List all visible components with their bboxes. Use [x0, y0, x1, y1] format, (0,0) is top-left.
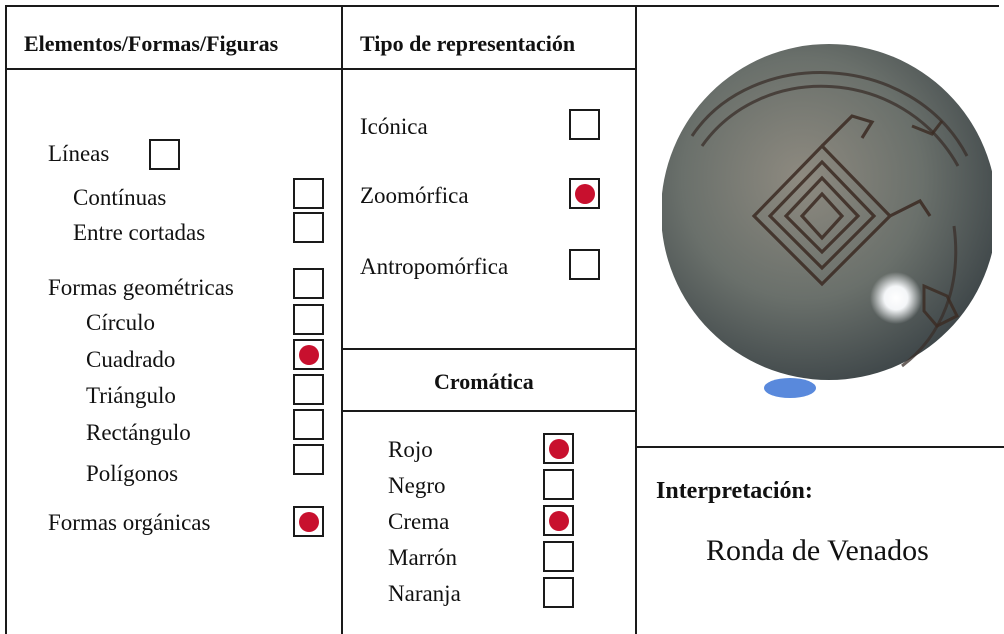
elements-checkbox[interactable]	[293, 409, 324, 440]
elements-item-label: Entre cortadas	[73, 220, 206, 245]
representation-checkbox[interactable]	[569, 109, 600, 140]
elements-item-label: Formas geométricas	[48, 275, 234, 300]
elements-checkbox[interactable]	[293, 178, 324, 209]
top-border	[5, 5, 999, 7]
vessel-rim-bands	[690, 71, 969, 368]
elements-header: Elementos/Formas/Figuras	[24, 31, 279, 56]
maze-pattern	[751, 114, 932, 287]
representation-header: Tipo de representación	[360, 31, 576, 56]
elements-checkbox[interactable]	[293, 444, 324, 475]
elements-item-label: Líneas	[48, 141, 110, 166]
divider-col-1	[5, 5, 7, 634]
elements-item-label: Contínuas	[73, 185, 167, 210]
elements-checkbox[interactable]	[293, 506, 324, 537]
chromatic-checkbox[interactable]	[543, 577, 574, 608]
representation-item-label: Antropomórfica	[360, 254, 509, 279]
checked-dot-icon	[548, 438, 569, 459]
checked-dot-icon	[298, 511, 319, 532]
elements-item-label: Triángulo	[86, 383, 176, 408]
checked-dot-icon	[548, 510, 569, 531]
chromatic-item-label: Naranja	[388, 581, 461, 606]
elements-checkbox[interactable]	[293, 212, 324, 243]
vessel-body	[662, 44, 992, 380]
elements-item-label: Rectángulo	[86, 420, 191, 445]
vessel-photo	[662, 44, 992, 398]
blue-reflection	[764, 378, 816, 398]
representation-item-label: Zoomórfica	[360, 183, 469, 208]
checked-dot-icon	[298, 344, 319, 365]
divider-col-2	[341, 5, 343, 634]
chromatic-header: Cromática	[434, 369, 534, 394]
elements-item-label: Polígonos	[86, 461, 179, 486]
chromatic-header-rule	[341, 410, 637, 412]
representation-checkbox[interactable]	[569, 178, 600, 209]
elements-checkbox[interactable]	[149, 139, 180, 170]
elements-item-label: Cuadrado	[86, 347, 176, 372]
chromatic-item-label: Crema	[388, 509, 450, 534]
divider-col-3	[635, 5, 637, 634]
chromatic-checkbox[interactable]	[543, 505, 574, 536]
chromatic-item-label: Marrón	[388, 545, 457, 570]
header-underline	[5, 68, 637, 70]
chromatic-checkbox[interactable]	[543, 433, 574, 464]
elements-checkbox[interactable]	[293, 268, 324, 299]
representation-item-label: Icónica	[360, 114, 428, 139]
elements-checkbox[interactable]	[293, 304, 324, 335]
chromatic-item-label: Negro	[388, 473, 446, 498]
checked-dot-icon	[574, 183, 595, 204]
interpretation-value: Ronda de Venados	[706, 534, 929, 567]
deer-figure	[911, 120, 960, 328]
interpretation-title: Interpretación:	[656, 478, 813, 504]
representation-checkbox[interactable]	[569, 249, 600, 280]
elements-item-label: Formas orgánicas	[48, 510, 211, 535]
chromatic-checkbox[interactable]	[543, 541, 574, 572]
elements-item-label: Círculo	[86, 310, 155, 335]
chromatic-top-rule	[341, 348, 637, 350]
elements-checkbox[interactable]	[293, 374, 324, 405]
chromatic-item-label: Rojo	[388, 437, 433, 462]
elements-checkbox[interactable]	[293, 339, 324, 370]
light-glare	[870, 272, 922, 324]
chromatic-checkbox[interactable]	[543, 469, 574, 500]
interpretation-rule	[635, 446, 1004, 448]
